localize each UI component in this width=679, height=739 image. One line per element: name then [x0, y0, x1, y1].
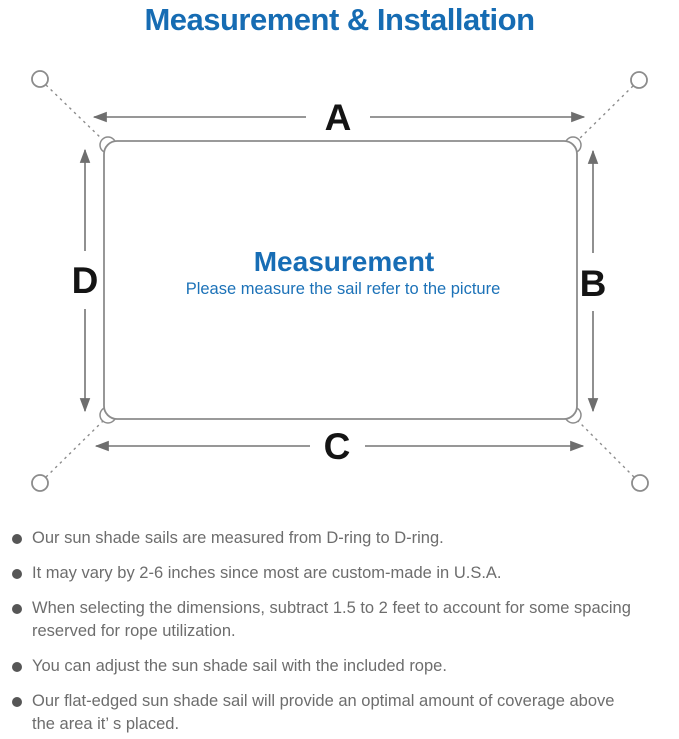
bullet-icon	[12, 697, 22, 707]
sail-rectangle	[103, 140, 578, 420]
tie-line-top-right	[576, 85, 634, 142]
anchor-ring-top-right	[630, 71, 648, 89]
list-item: Our flat-edged sun shade sail will provi…	[10, 690, 674, 736]
page-title: Measurement & Installation	[144, 2, 535, 37]
list-item: It may vary by 2-6 inches since most are…	[10, 562, 674, 585]
notes-list: Our sun shade sails are measured from D-…	[10, 527, 674, 739]
measurement-diagram: A B C D Measurement Please measure the s…	[31, 70, 649, 492]
anchor-ring-bottom-right	[631, 474, 649, 492]
note-text: Our sun shade sails are measured from D-…	[32, 529, 444, 547]
bullet-icon	[12, 604, 22, 614]
note-text: You can adjust the sun shade sail with t…	[32, 657, 447, 675]
note-text: Our flat-edged sun shade sail will provi…	[32, 692, 615, 733]
tie-line-bottom-left	[45, 419, 105, 478]
dim-label-d: D	[72, 260, 99, 301]
note-text: When selecting the dimensions, subtract …	[32, 599, 631, 640]
list-item: When selecting the dimensions, subtract …	[10, 597, 674, 643]
note-text: It may vary by 2-6 inches since most are…	[32, 564, 502, 582]
dim-label-c: C	[324, 426, 351, 467]
center-heading: Measurement	[254, 246, 435, 277]
dim-label-a: A	[325, 97, 352, 138]
tie-line-bottom-right	[576, 419, 635, 478]
anchor-ring-bottom-left	[31, 474, 49, 492]
list-item: You can adjust the sun shade sail with t…	[10, 655, 674, 678]
center-subtitle: Please measure the sail refer to the pic…	[186, 280, 501, 298]
bullet-icon	[12, 534, 22, 544]
tie-line-top-left	[45, 84, 105, 142]
bullet-icon	[12, 662, 22, 672]
anchor-ring-top-left	[31, 70, 49, 88]
list-item: Our sun shade sails are measured from D-…	[10, 527, 674, 550]
dim-label-b: B	[580, 263, 607, 304]
bullet-icon	[12, 569, 22, 579]
